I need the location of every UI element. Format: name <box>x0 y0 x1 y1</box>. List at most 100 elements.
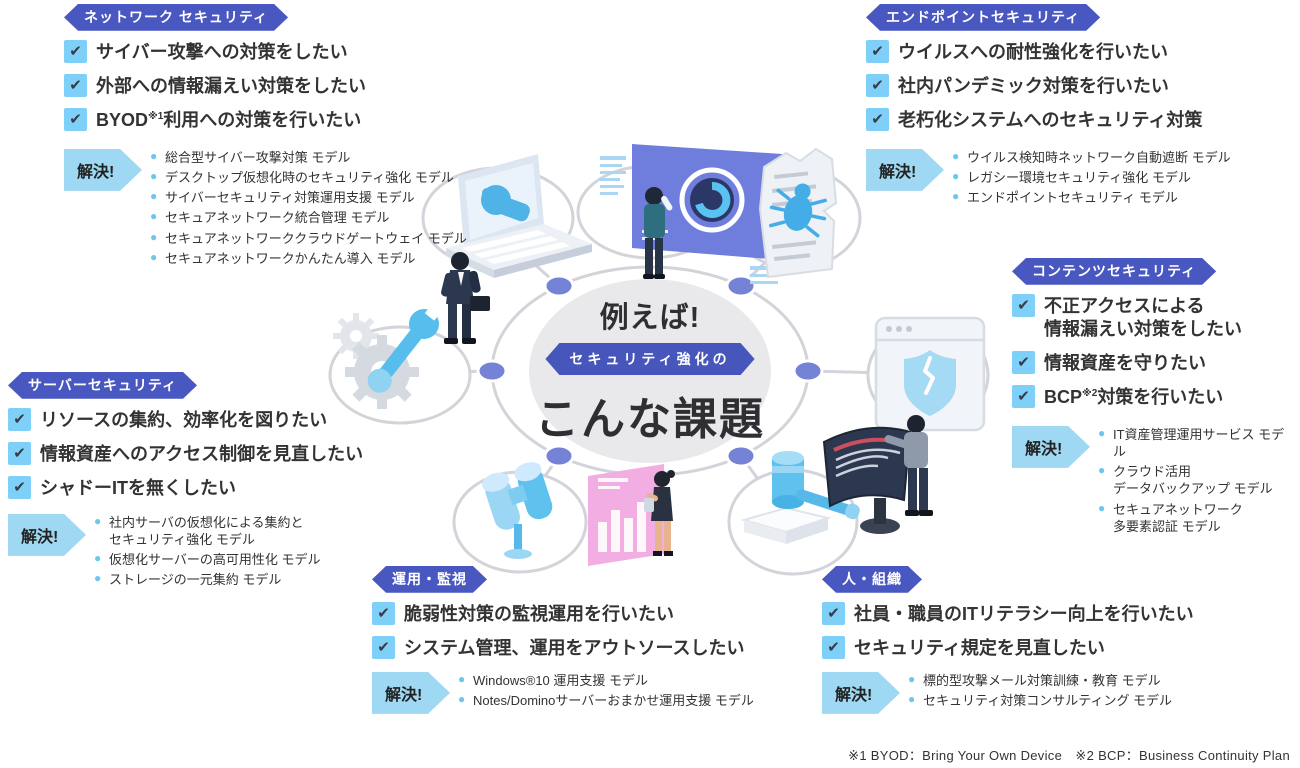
solution-item: Windows®10 運用支援 モデル <box>458 672 754 689</box>
checklist-item: シャドーITを無くしたい <box>8 475 388 500</box>
section-badge: 人・組織 <box>822 566 922 593</box>
checklist-text: 老朽化システムへのセキュリティ対策 <box>898 109 1203 130</box>
check-icon <box>1012 293 1035 317</box>
check-icon <box>822 635 845 659</box>
check-icon <box>8 475 31 499</box>
solution-item: セキュアネットワーク 多要素認証 モデル <box>1098 501 1297 535</box>
virus-document-illustration <box>758 147 838 279</box>
person-figure <box>643 187 673 279</box>
checklist-item: 社内パンデミック対策を行いたい <box>866 73 1296 98</box>
solution-list: 標的型攻撃メール対策訓練・教育 モデル セキュリティ対策コンサルティング モデル <box>908 672 1172 712</box>
hub-title: 例えば! セキュリティ強化の こんな課題 <box>508 294 792 447</box>
checklist-text: ウイルスへの耐性強化を行いたい <box>898 41 1168 62</box>
checklist-item: 情報資産を守りたい <box>1012 350 1297 375</box>
solution-item: 総合型サイバー攻撃対策 モデル <box>150 149 467 166</box>
browser-shield-illustration <box>874 316 986 432</box>
check-icon <box>64 107 87 131</box>
checklist-item: BYOD※1利用への対策を行いたい <box>64 107 504 132</box>
section-badge: コンテンツセキュリティ <box>1012 258 1216 285</box>
section-content-security: コンテンツセキュリティ 不正アクセスによる 情報漏えい対策をしたい 情報資産を守… <box>1012 258 1297 538</box>
section-network-security: ネットワーク セキュリティ サイバー攻撃への対策をしたい 外部への情報漏えい対策… <box>64 4 504 270</box>
checklist-text: 社員・職員のITリテラシー向上を行いたい <box>854 603 1194 624</box>
solution-item: ストレージの一元集約 モデル <box>94 571 320 588</box>
check-icon <box>8 441 31 465</box>
section-server-security: サーバーセキュリティ リソースの集約、効率化を図りたい 情報資産へのアクセス制御… <box>8 372 388 592</box>
checklist-item: システム管理、運用をアウトソースしたい <box>372 635 812 660</box>
checklist-text: BYOD※1利用への対策を行いたい <box>96 109 362 130</box>
checklist-item: 情報資産へのアクセス制御を見直したい <box>8 441 388 466</box>
checklist-text: 不正アクセスによる 情報漏えい対策をしたい <box>1044 295 1242 339</box>
solution-item: セキュリティ対策コンサルティング モデル <box>908 692 1172 709</box>
checklist-text: 脆弱性対策の監視運用を行いたい <box>404 603 674 624</box>
section-people-organization: 人・組織 社員・職員のITリテラシー向上を行いたい セキュリティ規定を見直したい… <box>822 566 1292 714</box>
monitor-person-illustration <box>822 415 933 534</box>
checklist-item: ウイルスへの耐性強化を行いたい <box>866 39 1296 64</box>
checklist-text: BCP※2対策を行いたい <box>1044 386 1224 407</box>
hub-title-line2: こんな課題 <box>535 395 765 444</box>
checklist-text: リソースの集約、効率化を図りたい <box>40 409 328 430</box>
check-icon <box>1012 350 1035 374</box>
footnote: ※1 BYOD：Bring Your Own Device ※2 BCP：Bus… <box>848 748 1290 763</box>
checklist-item: 社員・職員のITリテラシー向上を行いたい <box>822 601 1292 626</box>
solution-item: クラウド活用 データバックアップ モデル <box>1098 463 1297 497</box>
solution-list: ウイルス検知時ネットワーク自動遮断 モデル レガシー環境セキュリティ強化 モデル… <box>952 149 1231 209</box>
check-icon <box>822 601 845 625</box>
hub-title-line1: 例えば! <box>599 302 701 334</box>
section-badge: エンドポイントセキュリティ <box>866 4 1100 31</box>
check-icon <box>866 39 889 63</box>
checklist-text: システム管理、運用をアウトソースしたい <box>404 637 745 658</box>
solution-item: レガシー環境セキュリティ強化 モデル <box>952 169 1231 186</box>
checklist-item: 不正アクセスによる 情報漏えい対策をしたい <box>1012 293 1297 341</box>
solve-arrow: 解決! <box>372 672 450 714</box>
check-icon <box>64 73 87 97</box>
solution-item: サイバーセキュリティ対策運用支援 モデル <box>150 189 467 206</box>
check-icon <box>866 107 889 131</box>
binoculars-illustration <box>481 462 553 559</box>
solution-list: 総合型サイバー攻撃対策 モデル デスクトップ仮想化時のセキュリティ強化 モデル … <box>150 149 467 270</box>
checklist-text: サイバー攻撃への対策をしたい <box>96 41 348 62</box>
checklist-text: 外部への情報漏えい対策をしたい <box>96 75 366 96</box>
hub-nodes <box>476 274 824 468</box>
check-icon <box>8 407 31 431</box>
monitoring-eye-illustration <box>600 144 782 284</box>
checklist-text: 社内パンデミック対策を行いたい <box>898 75 1169 96</box>
solution-item: 標的型攻撃メール対策訓練・教育 モデル <box>908 672 1172 689</box>
check-icon <box>1012 384 1035 408</box>
solve-arrow: 解決! <box>8 514 86 556</box>
section-badge: 運用・監視 <box>372 566 487 593</box>
hub-title-banner: セキュリティ強化の <box>545 343 754 375</box>
checklist-text: シャドーITを無くしたい <box>40 477 236 498</box>
solution-item: セキュアネットワーククラウドゲートウェイ モデル <box>150 230 467 247</box>
solution-list: 社内サーバの仮想化による集約と セキュリティ強化 モデル 仮想化サーバーの高可用… <box>94 514 320 592</box>
solution-item: セキュアネットワーク統合管理 モデル <box>150 209 467 226</box>
solve-arrow: 解決! <box>822 672 900 714</box>
solution-item: 社内サーバの仮想化による集約と セキュリティ強化 モデル <box>94 514 320 548</box>
section-badge: サーバーセキュリティ <box>8 372 197 399</box>
check-icon <box>372 601 395 625</box>
section-endpoint-security: エンドポイントセキュリティ ウイルスへの耐性強化を行いたい 社内パンデミック対策… <box>866 4 1296 209</box>
solution-item: Notes/Dominoサーバーおまかせ運用支援 モデル <box>458 692 754 709</box>
checklist-item: BCP※2対策を行いたい <box>1012 384 1297 409</box>
checklist-item: 老朽化システムへのセキュリティ対策 <box>866 107 1296 132</box>
solution-list: IT資産管理運用サービス モデル クラウド活用 データバックアップ モデル セキ… <box>1098 426 1297 538</box>
person-figure <box>644 470 675 556</box>
checklist-text: 情報資産を守りたい <box>1044 352 1206 373</box>
section-badge: ネットワーク セキュリティ <box>64 4 288 31</box>
solve-arrow: 解決! <box>866 149 944 191</box>
gavel-illustration <box>740 451 860 544</box>
solution-item: 仮想化サーバーの高可用性化 モデル <box>94 551 320 568</box>
gears-wrench-illustration <box>333 301 444 409</box>
check-icon <box>64 39 87 63</box>
solve-arrow: 解決! <box>64 149 142 191</box>
laptop-hand-illustration <box>446 154 592 278</box>
checklist-text: セキュリティ規定を見直したい <box>854 637 1105 658</box>
solve-arrow: 解決! <box>1012 426 1090 468</box>
solution-list: Windows®10 運用支援 モデル Notes/Dominoサーバーおまかせ… <box>458 672 754 712</box>
checklist-item: リソースの集約、効率化を図りたい <box>8 407 388 432</box>
person-figure <box>884 415 933 516</box>
solution-item: IT資産管理運用サービス モデル <box>1098 426 1297 460</box>
solution-item: デスクトップ仮想化時のセキュリティ強化 モデル <box>150 169 467 186</box>
solution-item: セキュアネットワークかんたん導入 モデル <box>150 250 467 267</box>
solution-item: ウイルス検知時ネットワーク自動遮断 モデル <box>952 149 1231 166</box>
